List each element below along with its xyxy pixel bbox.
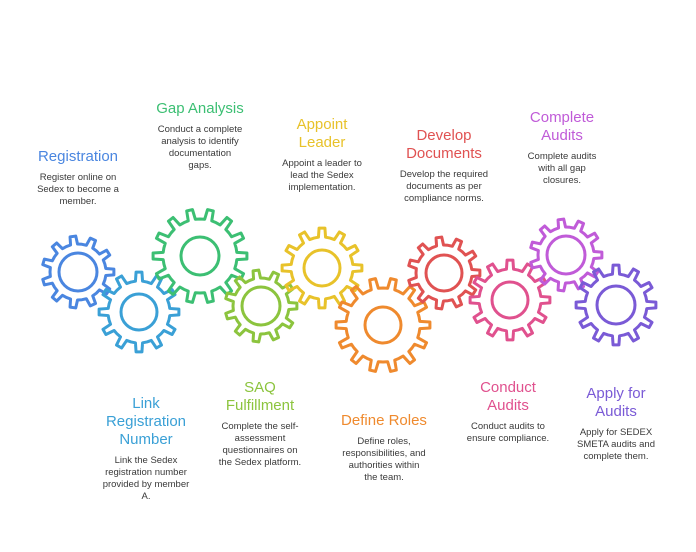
step-title: Link Registration Number — [105, 395, 187, 448]
step-title: Appoint Leader — [296, 116, 348, 151]
step-conduct-audits: Conduct Audits Conduct audits to ensure … — [448, 379, 568, 445]
step-title: Define Roles — [341, 412, 427, 429]
gear-icon-link — [97, 270, 181, 354]
step-description: Develop the required documents as per co… — [399, 169, 489, 204]
step-link-registration-number: Link Registration Number Link the Sedex … — [78, 395, 214, 503]
step-title: Apply for Audits — [586, 385, 646, 420]
gear-outline — [41, 234, 116, 310]
gear-hub — [424, 253, 464, 293]
step-description: Link the Sedex registration number provi… — [102, 455, 190, 502]
step-title: Conduct Audits — [480, 379, 536, 414]
gear-hub — [119, 292, 159, 332]
step-title: SAQ Fulfillment — [225, 379, 295, 414]
step-title: Develop Documents — [406, 127, 482, 162]
step-saq-fulfillment: SAQ Fulfillment Complete the self- asses… — [200, 379, 320, 469]
gear-hub — [240, 285, 282, 327]
gear-icon-complete — [529, 217, 604, 293]
gear-hub — [57, 251, 99, 293]
gear-outline — [151, 208, 249, 304]
gear-hub — [595, 284, 637, 326]
step-description: Complete audits with all gap closures. — [527, 151, 597, 186]
gear-hub — [179, 235, 221, 277]
step-define-roles: Define Roles Define roles, responsibilit… — [322, 412, 446, 484]
step-appoint-leader: Appoint Leader Appoint a leader to lead … — [262, 116, 382, 194]
gear-icon-define — [334, 277, 432, 373]
gear-hub — [490, 280, 530, 320]
gear-outline — [334, 277, 432, 373]
gear-outline — [280, 226, 364, 310]
step-complete-audits: Complete Audits Complete audits with all… — [502, 109, 622, 187]
gear-icon-conduct — [468, 258, 552, 342]
gear-outline — [468, 258, 552, 342]
step-apply-for-audits: Apply for Audits Apply for SEDEX SMETA a… — [556, 385, 676, 463]
gear-outline — [574, 263, 658, 347]
step-description: Conduct a complete analysis to identify … — [157, 124, 243, 171]
step-description: Register online on Sedex to become a mem… — [37, 172, 119, 207]
step-description: Appoint a leader to lead the Sedex imple… — [282, 158, 362, 193]
step-title: Registration — [37, 148, 119, 165]
gear-icon-saq — [224, 268, 299, 344]
gear-outline — [224, 268, 299, 344]
gear-outline — [97, 270, 181, 354]
gear-icon-gap — [151, 208, 249, 304]
step-develop-documents: Develop Documents Develop the required d… — [384, 127, 504, 205]
step-registration: Registration Register online on Sedex to… — [18, 148, 138, 208]
gear-hub — [545, 234, 587, 276]
gear-hub — [302, 248, 342, 288]
gear-hub — [363, 305, 403, 345]
step-description: Complete the self- assessment questionna… — [218, 421, 302, 468]
step-gap-analysis: Gap Analysis Conduct a complete analysis… — [140, 100, 260, 172]
gear-outline — [407, 235, 482, 311]
step-description: Apply for SEDEX SMETA audits and complet… — [577, 427, 655, 462]
step-description: Conduct audits to ensure compliance. — [466, 421, 550, 444]
gear-icon-develop — [407, 235, 482, 311]
gear-icon-registration — [41, 234, 116, 310]
step-description: Define roles, responsibilities, and auth… — [342, 436, 426, 483]
gear-icon-appoint — [280, 226, 364, 310]
step-title: Complete Audits — [529, 109, 595, 144]
step-title: Gap Analysis — [156, 100, 244, 117]
gear-icon-apply — [574, 263, 658, 347]
gear-outline — [529, 217, 604, 293]
